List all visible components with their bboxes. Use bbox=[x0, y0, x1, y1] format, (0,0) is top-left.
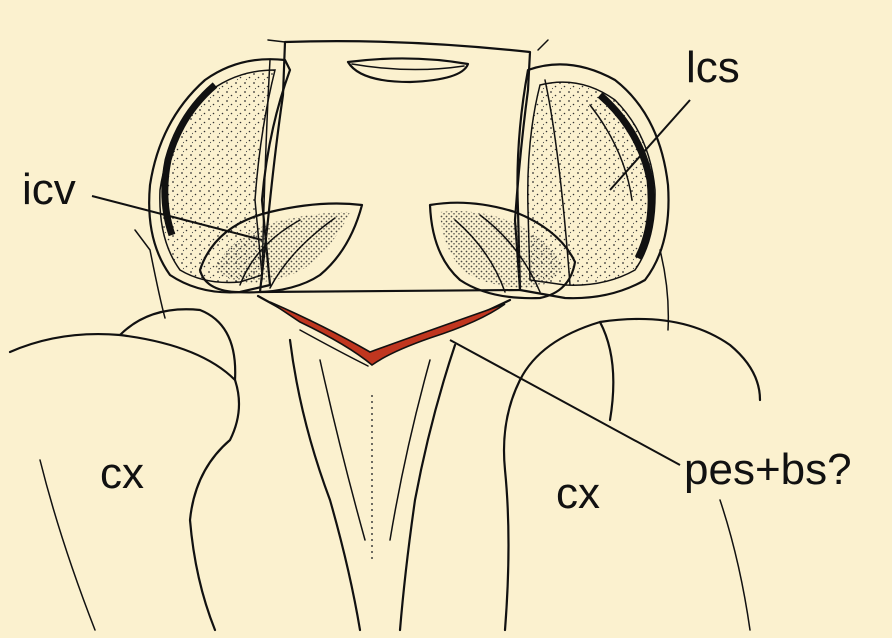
label-cx-left: cx bbox=[100, 452, 144, 496]
label-lcs: lcs bbox=[686, 46, 740, 90]
posterior-band bbox=[258, 296, 510, 366]
label-icv: icv bbox=[22, 168, 76, 212]
label-pes-bs: pes+bs? bbox=[684, 448, 852, 492]
label-cx-right: cx bbox=[556, 472, 600, 516]
pes-bs-leader bbox=[450, 340, 680, 465]
neck-region bbox=[290, 340, 455, 630]
